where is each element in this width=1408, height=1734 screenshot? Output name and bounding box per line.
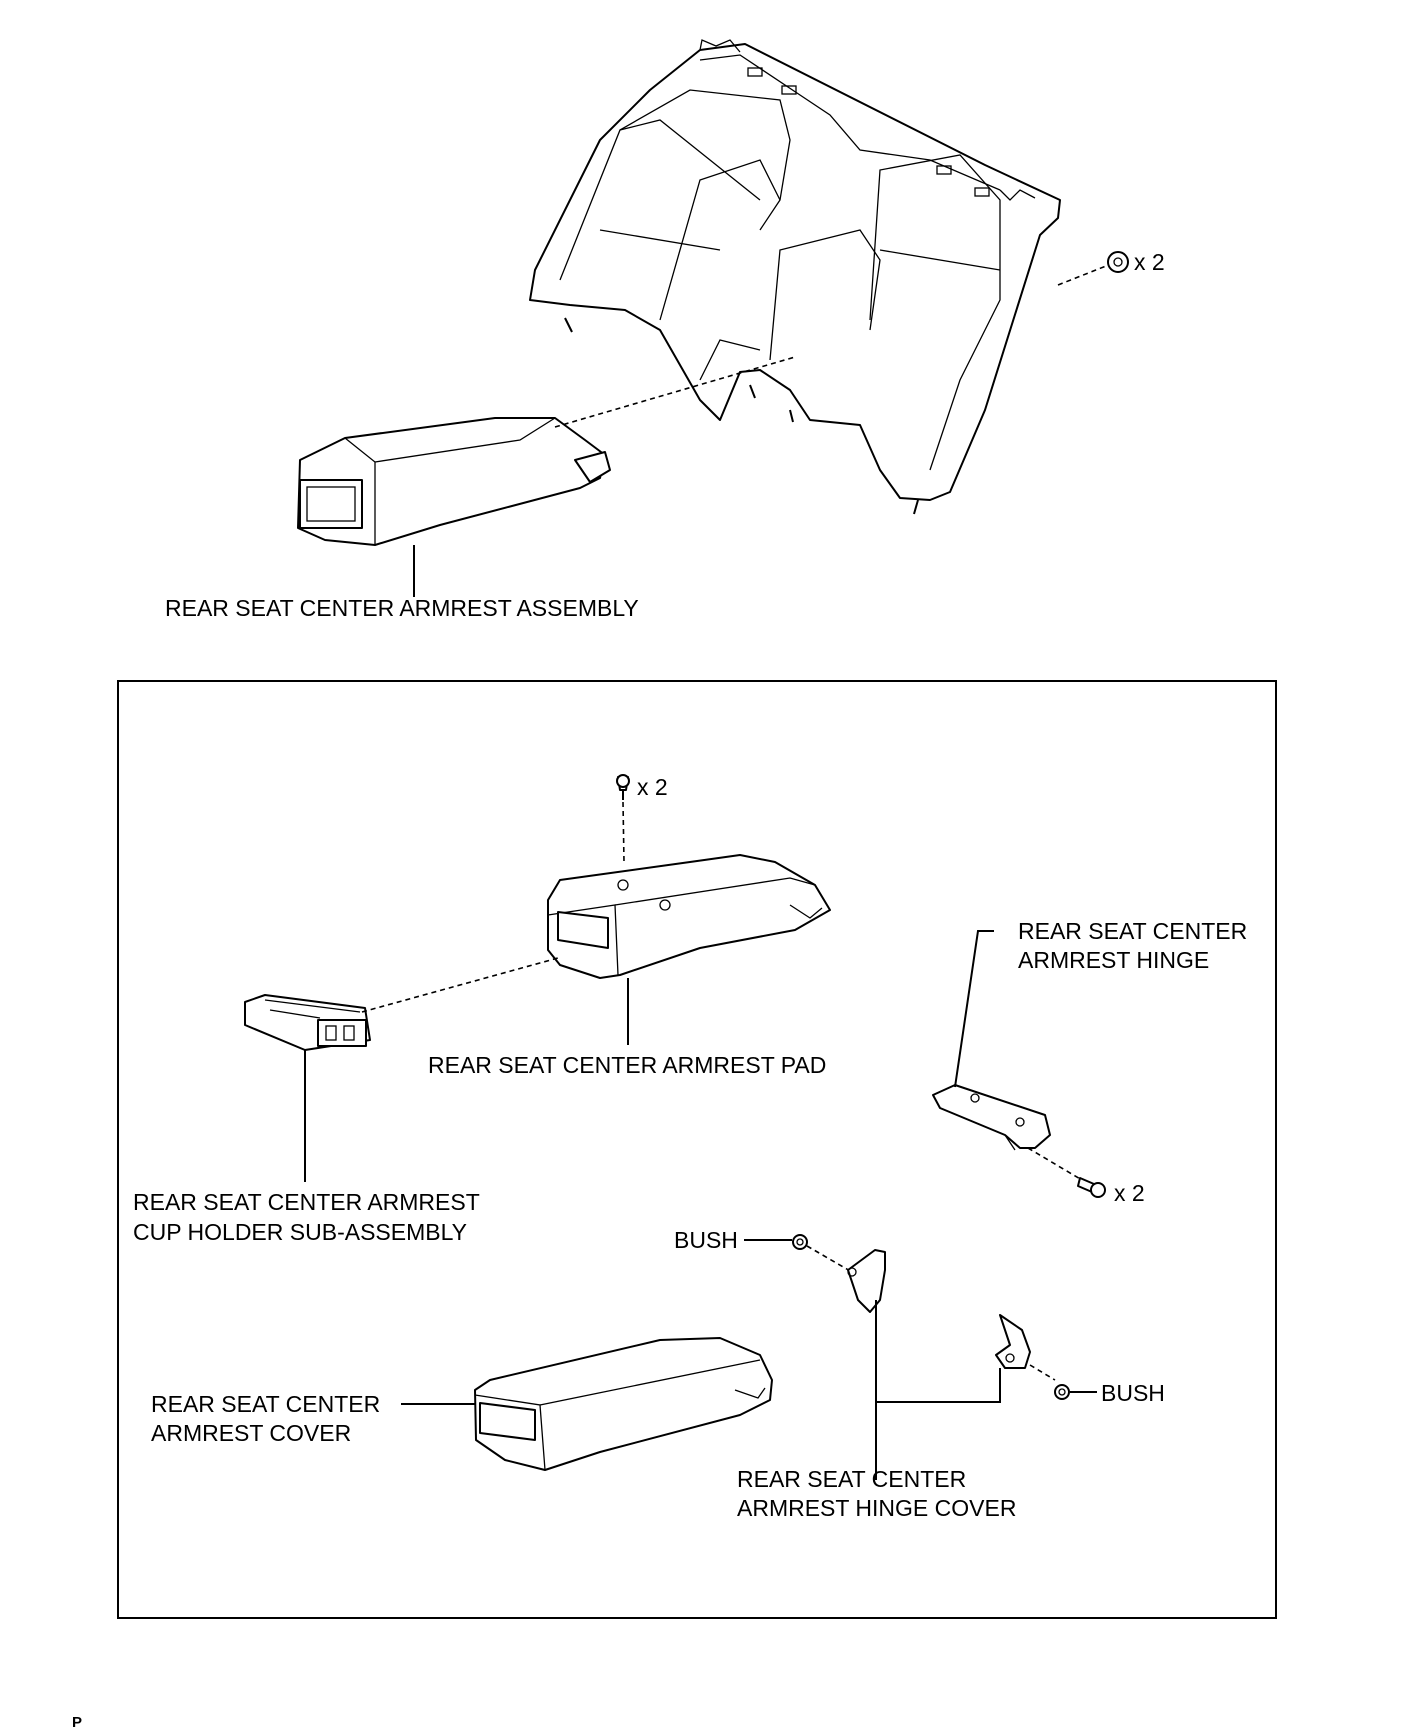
leader-armrest-hinge bbox=[954, 930, 994, 1088]
label-hinge-cover-line2: ARMREST HINGE COVER bbox=[737, 1495, 1017, 1521]
label-bush-left: BUSH bbox=[674, 1227, 738, 1253]
hinge-cover-left-part bbox=[847, 1249, 886, 1313]
label-armrest-pad: REAR SEAT CENTER ARMREST PAD bbox=[428, 1052, 827, 1078]
bush-icon bbox=[1054, 1384, 1070, 1400]
rear-seatback bbox=[529, 39, 1061, 515]
label-armrest-hinge-line1: REAR SEAT CENTER bbox=[1018, 918, 1248, 944]
page-footer-code: P bbox=[72, 1714, 83, 1731]
leader-hinge-cover bbox=[875, 1300, 1001, 1480]
label-hinge-cover-line1: REAR SEAT CENTER bbox=[737, 1466, 967, 1492]
rear-seat-center-armrest-pad bbox=[547, 854, 831, 979]
label-bush-right: BUSH bbox=[1101, 1380, 1165, 1406]
bush-icon bbox=[792, 1234, 808, 1250]
rear-seat-center-armrest-hinge bbox=[932, 1084, 1051, 1151]
pad-screw-quantity: x 2 bbox=[637, 774, 668, 800]
label-armrest-cover-line2: ARMREST COVER bbox=[151, 1420, 352, 1446]
nut-icon bbox=[1107, 251, 1129, 273]
label-cup-holder-line1: REAR SEAT CENTER ARMREST bbox=[133, 1189, 480, 1215]
disassembly-detail-box bbox=[117, 680, 1277, 1619]
rear-seat-center-armrest-assembly bbox=[297, 417, 611, 546]
label-armrest-assembly: REAR SEAT CENTER ARMREST ASSEMBLY bbox=[165, 595, 639, 621]
hinge-cover-right-part bbox=[995, 1314, 1031, 1369]
label-cup-holder-line2: CUP HOLDER SUB-ASSEMBLY bbox=[133, 1219, 468, 1245]
nut-quantity: x 2 bbox=[1134, 249, 1165, 275]
rear-seat-center-armrest-cover bbox=[474, 1337, 773, 1471]
screw-icon bbox=[1077, 1177, 1106, 1198]
hinge-screw-quantity: x 2 bbox=[1114, 1180, 1145, 1206]
cup-holder-sub-assembly bbox=[244, 994, 371, 1051]
screw-icon bbox=[616, 774, 630, 800]
label-armrest-hinge-line2: ARMREST HINGE bbox=[1018, 947, 1210, 973]
label-armrest-cover-line1: REAR SEAT CENTER bbox=[151, 1391, 381, 1417]
